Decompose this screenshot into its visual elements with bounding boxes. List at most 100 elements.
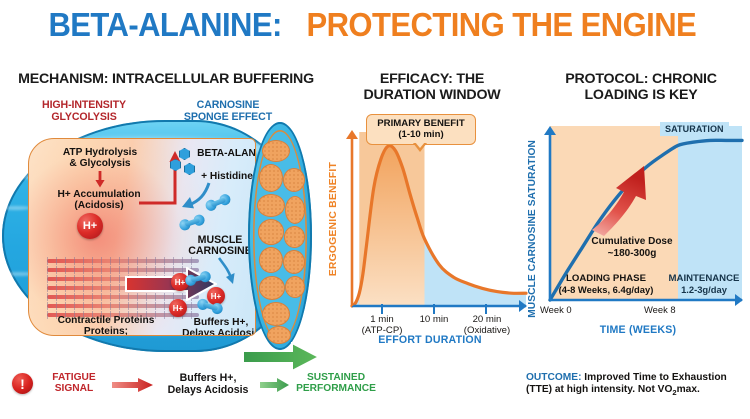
beta-alanine-molecule-icon xyxy=(184,163,195,175)
dose-line-1: Cumulative Dose xyxy=(591,236,673,247)
legend-item1-line1: FATIGUE xyxy=(52,372,96,383)
chart3-plot-area xyxy=(544,126,744,306)
red-elbow-connector xyxy=(139,151,181,205)
chart3-y-axis-label: MUSCLE CARNOSINE SATURATION xyxy=(527,140,538,318)
callout-line-2: (1-10 min) xyxy=(398,129,444,140)
buffers-line-1: Buffers H+, xyxy=(193,317,249,328)
carnosine-line-1: MUSCLE xyxy=(197,234,243,246)
proton-badge-main: H+ xyxy=(77,213,103,239)
page-title: BETA-ALANINE: PROTECTING THE ENGINE xyxy=(0,6,750,44)
cse-line-2: SPONGE EFFECT xyxy=(183,110,273,123)
atp-line-1: ATP Hydrolysis xyxy=(62,147,138,158)
outcome-text-a: Improved Time to Exhaustion xyxy=(581,372,727,383)
fascicle xyxy=(285,196,305,224)
xtick1-label: 1 min xyxy=(370,314,394,325)
fascicle xyxy=(259,276,285,300)
chronic-loading-chart: MUSCLE CARNOSINE SATURATION SATURATION C… xyxy=(527,118,750,358)
fascicle xyxy=(257,194,285,217)
muscle-fiber-diagram: ATP Hydrolysis & Glycolysis H+ Accumulat… xyxy=(2,116,322,372)
h-accumulation-label: H+ Accumulation (Acidosis) xyxy=(35,189,163,212)
fascicle xyxy=(259,247,283,273)
callout-tail xyxy=(413,142,427,152)
accum-line-2: (Acidosis) xyxy=(74,200,124,212)
muscle-cross-section xyxy=(248,122,312,350)
hig-line-2: GLYCOLYSIS xyxy=(51,110,117,123)
fascicle xyxy=(285,276,305,298)
legend-buffers: Buffers H+, Delays Acidosis xyxy=(156,372,260,396)
maintenance-title: MAINTENANCE xyxy=(668,273,740,284)
title-part-1: BETA-ALANINE: xyxy=(48,6,283,43)
muscle-carnosine-label: MUSCLE CARNOSINE xyxy=(175,234,255,258)
chart2-xtick-3: 20 min (Oxidative) xyxy=(454,314,520,336)
hig-line-1: HIGH-INTENSITY xyxy=(42,99,126,111)
cse-line-1: CARNOSINE xyxy=(196,99,260,111)
primary-benefit-callout: PRIMARY BENEFIT (1-10 min) xyxy=(366,114,476,152)
maintenance-detail: 1.2-3g/day xyxy=(681,283,727,295)
outcome-text-b: (TTE) at high intensity. Not VO xyxy=(526,384,673,396)
chart3-x-axis-label: TIME (WEEKS) xyxy=(599,324,677,336)
buffers-label: Buffers H+, Delays Acidosis xyxy=(169,317,256,336)
fascicle xyxy=(262,302,290,326)
chart2-xtick-1: 1 min (ATP-CP) xyxy=(350,314,414,336)
sustained-performance-arrow xyxy=(242,342,320,372)
cross-section-inner xyxy=(253,130,307,344)
sarcoplasm-interior: ATP Hydrolysis & Glycolysis H+ Accumulat… xyxy=(28,138,256,336)
high-intensity-glycolysis-label: HIGH-INTENSITY GLYCOLYSIS xyxy=(14,99,154,123)
proton-badge: H+ xyxy=(169,299,187,317)
synthesis-arrow-icon xyxy=(182,182,211,209)
beta-alanine-molecule-icon xyxy=(170,159,181,171)
xtick3-sublabel: (Oxidative) xyxy=(463,325,511,336)
callout-line-1: PRIMARY BENEFIT xyxy=(377,118,465,129)
left-panel-heading: MECHANISM: INTRACELLULAR BUFFERING xyxy=(18,71,314,87)
middle-heading-line-1: EFFICACY: THE xyxy=(379,71,485,87)
fiber-streak xyxy=(4,174,38,179)
exclamation-icon: ! xyxy=(12,373,33,394)
left-panel-legend: ! FATIGUE SIGNAL Buffers H+, Delays Acid… xyxy=(8,366,376,406)
middle-panel-heading: EFFICACY: THE DURATION WINDOW xyxy=(342,71,522,103)
loading-detail: (4-8 Weeks, 6.4g/day) xyxy=(558,283,654,295)
fascicle xyxy=(283,250,305,274)
chart2-plot-area xyxy=(346,130,528,314)
contractile-line-1: Contractile Proteins xyxy=(57,315,155,326)
fiber-streak xyxy=(2,206,30,210)
fascicle xyxy=(259,164,283,192)
contractile-myofilaments xyxy=(47,257,199,319)
week-start-label: Week 0 xyxy=(540,304,572,315)
atp-hydrolysis-label: ATP Hydrolysis & Glycolysis xyxy=(41,147,159,170)
legend-item1-line2: SIGNAL xyxy=(54,383,94,395)
carnosine-line-2: CARNOSINE xyxy=(188,245,252,258)
buffers-line-2: Delays Acidosis xyxy=(182,328,256,336)
accum-line-1: H+ Accumulation xyxy=(57,189,141,200)
legend-sustained-performance: SUSTAINED PERFORMANCE xyxy=(290,372,382,395)
red-arrow-icon xyxy=(112,378,153,392)
loading-phase-label: LOADING PHASE (4-8 Weeks, 6.4g/day) xyxy=(550,273,662,296)
fascicle xyxy=(283,168,305,192)
fascicle xyxy=(262,140,290,162)
carnosine-sponge-effect-label: CARNOSINE SPONGE EFFECT xyxy=(158,99,298,123)
right-heading-line-1: PROTOCOL: CHRONIC xyxy=(565,71,717,87)
middle-heading-line-2: DURATION WINDOW xyxy=(363,86,501,103)
loading-title: LOADING PHASE xyxy=(566,273,646,284)
fascicle xyxy=(284,226,305,248)
legend-item2-line1: Buffers H+, xyxy=(179,372,237,384)
contractile-line-2: Proteins; xyxy=(83,326,129,336)
outcome-text-c: max. xyxy=(676,384,700,396)
saturation-badge: SATURATION xyxy=(660,122,729,136)
carnosine-molecule-icon xyxy=(177,213,207,232)
xtick2-label: 10 min xyxy=(419,314,449,325)
proton-badge: H+ xyxy=(207,287,225,305)
xtick1-sublabel: (ATP-CP) xyxy=(361,325,403,336)
legend-item3-line1: SUSTAINED xyxy=(306,372,366,383)
contractile-proteins-label: Contractile Proteins Proteins; xyxy=(31,315,181,336)
outcome-statement: OUTCOME: Improved Time to Exhaustion (TT… xyxy=(526,372,750,400)
buffering-arrow-icon xyxy=(217,257,235,284)
atp-line-2: & Glycolysis xyxy=(69,158,131,170)
outcome-label: OUTCOME: xyxy=(526,372,582,383)
legend-fatigue-signal: FATIGUE SIGNAL xyxy=(38,372,110,395)
xtick3-label: 20 min xyxy=(472,314,502,325)
maintenance-phase-label: MAINTENANCE 1.2-3g/day xyxy=(664,273,744,296)
fiber-streak xyxy=(4,272,34,276)
beta-alanine-molecule-icon xyxy=(179,148,190,160)
cumulative-dose-label: Cumulative Dose ~180-300g xyxy=(572,236,692,260)
chart2-y-axis-label: ERGOGENIC BENEFIT xyxy=(328,162,339,277)
